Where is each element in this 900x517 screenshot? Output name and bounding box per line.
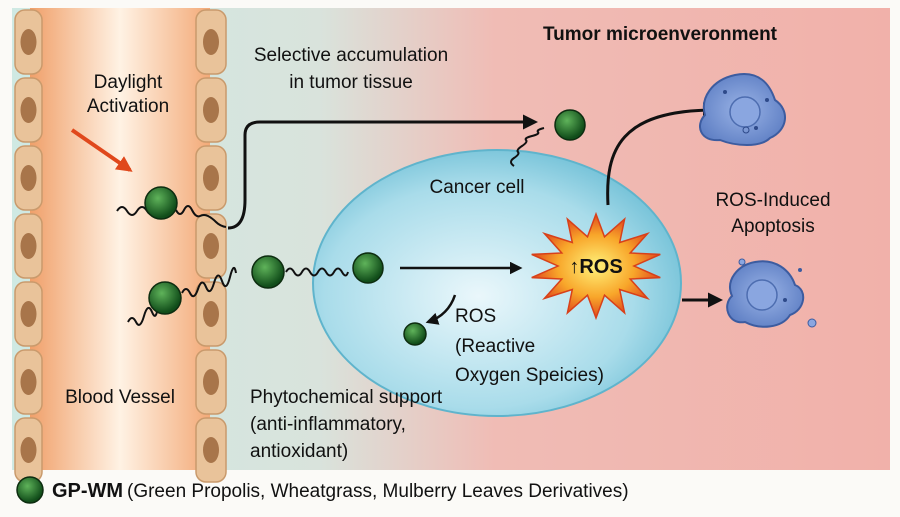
accumulation-arrow bbox=[227, 114, 538, 230]
cancer-cell-label: Cancer cell bbox=[429, 177, 524, 198]
cancer-cell bbox=[312, 149, 682, 417]
tumor-microenvironment-title: Tumor microenveronment bbox=[543, 24, 778, 45]
cell-nucleus bbox=[20, 29, 37, 55]
legend-description: (Green Propolis, Wheatgrass, Mulberry Le… bbox=[127, 481, 629, 502]
blood-vessel bbox=[30, 8, 210, 470]
cell-nucleus bbox=[203, 369, 219, 395]
ros-label: ROS bbox=[455, 306, 496, 327]
cell-nucleus bbox=[20, 301, 37, 327]
cell-nucleus bbox=[203, 165, 219, 191]
particle bbox=[352, 252, 384, 284]
phyto-label-3: antioxidant) bbox=[250, 441, 348, 462]
phyto-label-2: (anti-inflammatory, bbox=[250, 414, 406, 435]
cell-nucleus bbox=[203, 97, 219, 123]
cell-nucleus bbox=[203, 29, 219, 55]
particle bbox=[251, 255, 285, 289]
daylight-label: Daylight bbox=[94, 72, 163, 93]
vessel-wall-cells bbox=[14, 9, 227, 483]
particle bbox=[144, 186, 178, 220]
cell-nucleus bbox=[20, 97, 37, 123]
cell-nucleus bbox=[20, 437, 37, 463]
ros-reactive-label: (Reactive bbox=[455, 336, 535, 357]
phyto-label-1: Phytochemical support bbox=[250, 387, 443, 408]
particle bbox=[554, 109, 586, 141]
legend-abbr: GP-WM bbox=[52, 480, 123, 502]
activation-label: Activation bbox=[87, 96, 169, 117]
ros-oxygen-label: Oxygen Speicies) bbox=[455, 365, 604, 386]
apoptotic-cell-icon bbox=[699, 73, 786, 146]
cell-nucleus bbox=[20, 369, 37, 395]
daylight-arrow bbox=[70, 128, 133, 172]
particle bbox=[148, 281, 182, 315]
apoptosis-label-2: Apoptosis bbox=[731, 216, 814, 237]
legend: GP-WM (Green Propolis, Wheatgrass, Mulbe… bbox=[16, 476, 629, 504]
apoptosis-label-1: ROS-Induced bbox=[715, 190, 830, 211]
selective-label: Selective accumulation bbox=[254, 45, 448, 66]
cell-nucleus bbox=[203, 301, 219, 327]
ros-release-arrow bbox=[425, 294, 457, 325]
blood-vessel-label: Blood Vessel bbox=[65, 387, 175, 408]
ros-burst-icon bbox=[531, 211, 661, 321]
legend-particle-icon bbox=[16, 476, 44, 504]
apoptotic-cell-fragmented-icon bbox=[726, 258, 817, 328]
apoptosis-arrow-1 bbox=[606, 102, 718, 206]
ros-burst-label: ↑ROS bbox=[569, 256, 622, 278]
cell-nucleus bbox=[20, 233, 37, 259]
cell-nucleus bbox=[203, 233, 219, 259]
cell-nucleus bbox=[20, 165, 37, 191]
gp-wm-particles bbox=[144, 109, 586, 346]
cell-nucleus bbox=[203, 437, 219, 463]
tumor-tissue-label: in tumor tissue bbox=[289, 72, 413, 93]
particle bbox=[403, 322, 427, 346]
